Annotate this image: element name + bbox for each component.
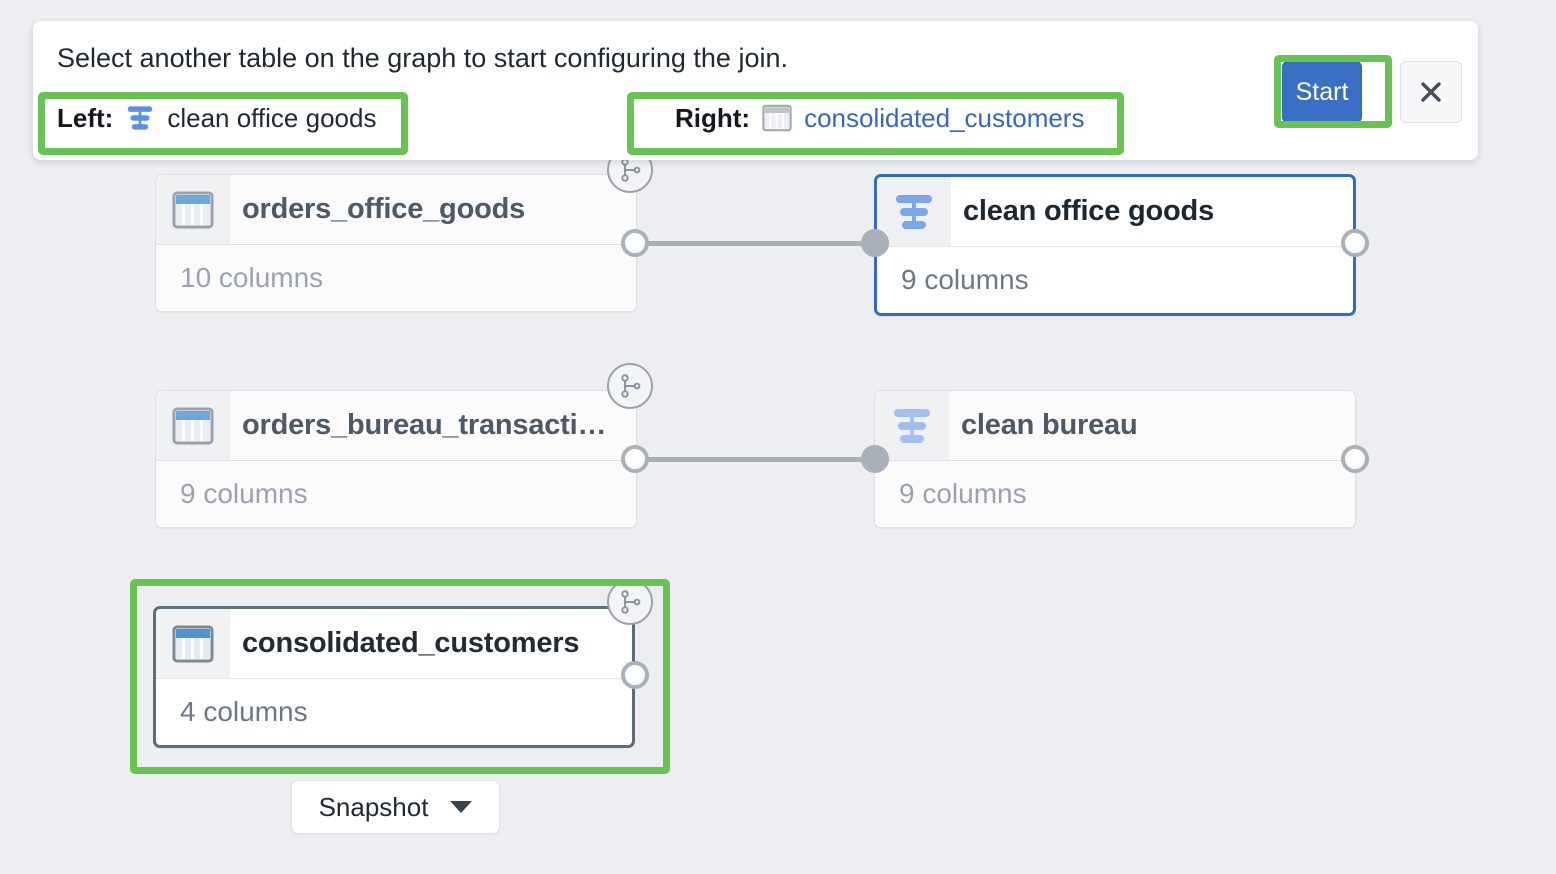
table-icon bbox=[762, 104, 792, 132]
input-port-clean-bureau[interactable] bbox=[861, 445, 889, 473]
output-port-clean-office-goods[interactable] bbox=[1341, 229, 1369, 257]
branch-icon-consolidated-customers[interactable] bbox=[607, 579, 653, 625]
graph-node-orders-bureau-transactions[interactable]: orders_bureau_transacti… 9 columns bbox=[155, 390, 637, 528]
output-port-clean-bureau[interactable] bbox=[1341, 445, 1369, 473]
table-icon bbox=[172, 625, 214, 662]
input-port-clean-office-goods[interactable] bbox=[861, 229, 889, 257]
node-column-count: 9 columns bbox=[877, 246, 1353, 313]
node-icon-cell bbox=[156, 391, 230, 460]
graph-node-clean-office-goods[interactable]: clean office goods 9 columns bbox=[874, 174, 1356, 316]
node-column-count: 9 columns bbox=[156, 460, 636, 527]
branch-merge-icon bbox=[621, 374, 641, 398]
node-title: consolidated_customers bbox=[242, 627, 580, 659]
node-title: clean office goods bbox=[963, 195, 1214, 227]
snapshot-label: Snapshot bbox=[318, 791, 429, 822]
chevron-down-icon bbox=[450, 801, 473, 813]
join-left-label: Left: bbox=[57, 102, 114, 133]
graph-node-consolidated-customers[interactable]: consolidated_customers 4 columns bbox=[153, 606, 635, 748]
node-icon-cell bbox=[156, 175, 230, 244]
edge-orders-office-goods-to-clean-office-goods bbox=[640, 241, 880, 246]
recipe-icon bbox=[894, 408, 930, 443]
node-header: orders_office_goods bbox=[156, 175, 636, 244]
recipe-icon bbox=[896, 194, 932, 229]
node-title: orders_office_goods bbox=[242, 193, 526, 225]
join-right-value-link[interactable]: consolidated_customers bbox=[804, 102, 1085, 133]
branch-icon-orders-bureau-transactions[interactable] bbox=[607, 363, 653, 409]
node-icon-cell bbox=[875, 391, 949, 460]
output-port-consolidated-customers[interactable] bbox=[621, 661, 649, 689]
node-icon-cell bbox=[156, 609, 230, 678]
output-port-orders-office-goods[interactable] bbox=[621, 229, 649, 257]
join-config-panel: Select another table on the graph to sta… bbox=[33, 21, 1478, 160]
graph-node-orders-office-goods[interactable]: orders_office_goods 10 columns bbox=[155, 174, 637, 312]
close-button[interactable] bbox=[1400, 61, 1462, 123]
node-header: consolidated_customers bbox=[156, 609, 632, 678]
node-icon-cell bbox=[877, 177, 951, 246]
branch-merge-icon bbox=[621, 158, 641, 182]
edge-orders-bureau-to-clean-bureau bbox=[640, 457, 880, 462]
join-right-label: Right: bbox=[675, 102, 751, 133]
start-button-wrapper: Start bbox=[1282, 61, 1362, 123]
join-right-selection[interactable]: Right: consolidated_customers bbox=[675, 97, 1084, 139]
table-icon bbox=[172, 407, 214, 444]
node-column-count: 4 columns bbox=[156, 678, 632, 745]
join-left-selection[interactable]: Left: clean office goods bbox=[57, 97, 376, 139]
node-title: clean bureau bbox=[961, 409, 1138, 441]
panel-prompt-text: Select another table on the graph to sta… bbox=[57, 43, 788, 73]
node-header: clean bureau bbox=[875, 391, 1355, 460]
branch-merge-icon bbox=[621, 590, 641, 614]
node-column-count: 9 columns bbox=[875, 460, 1355, 527]
node-column-count: 10 columns bbox=[156, 244, 636, 311]
node-header: clean office goods bbox=[877, 177, 1353, 246]
output-port-orders-bureau-transactions[interactable] bbox=[621, 445, 649, 473]
close-icon bbox=[1421, 82, 1441, 102]
node-title: orders_bureau_transacti… bbox=[242, 409, 607, 441]
graph-node-clean-bureau[interactable]: clean bureau 9 columns bbox=[874, 390, 1356, 528]
snapshot-dropdown-button[interactable]: Snapshot bbox=[291, 780, 500, 834]
node-header: orders_bureau_transacti… bbox=[156, 391, 636, 460]
recipe-icon bbox=[128, 106, 153, 130]
start-button[interactable]: Start bbox=[1282, 61, 1362, 123]
join-left-value: clean office goods bbox=[167, 102, 377, 133]
table-icon bbox=[172, 191, 214, 228]
